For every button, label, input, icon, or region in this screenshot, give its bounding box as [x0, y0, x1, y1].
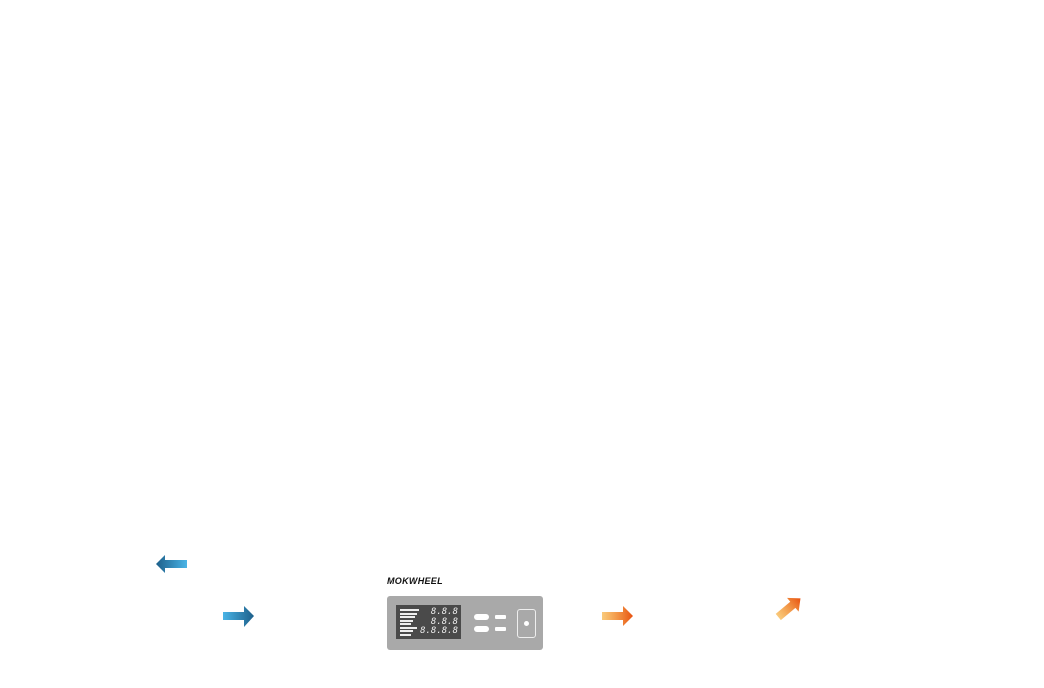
button-down[interactable]: [474, 626, 489, 632]
arrow-left-icon: [156, 555, 187, 573]
arrow-right-icon: [223, 606, 254, 627]
lcd-line: 8.8.8.8: [420, 626, 458, 636]
display-controller: 8.8.8 8.8.8 8.8.8.8: [387, 596, 543, 650]
lcd-digits: 8.8.8 8.8.8 8.8.8.8: [420, 607, 458, 637]
brand-logo: MOKWHEEL: [387, 576, 443, 586]
power-level-bars: [400, 609, 419, 637]
lcd-line: 8.8.8: [430, 607, 458, 617]
indicator-down: [495, 627, 506, 631]
lcd-screen: 8.8.8 8.8.8 8.8.8.8: [396, 605, 461, 639]
power-button[interactable]: [517, 609, 536, 638]
arrow-right-icon: [602, 606, 633, 626]
lcd-line: 8.8.8: [430, 616, 458, 627]
arrow-up-right-icon: [775, 597, 801, 621]
indicator-up: [495, 615, 506, 619]
button-up[interactable]: [474, 614, 489, 620]
